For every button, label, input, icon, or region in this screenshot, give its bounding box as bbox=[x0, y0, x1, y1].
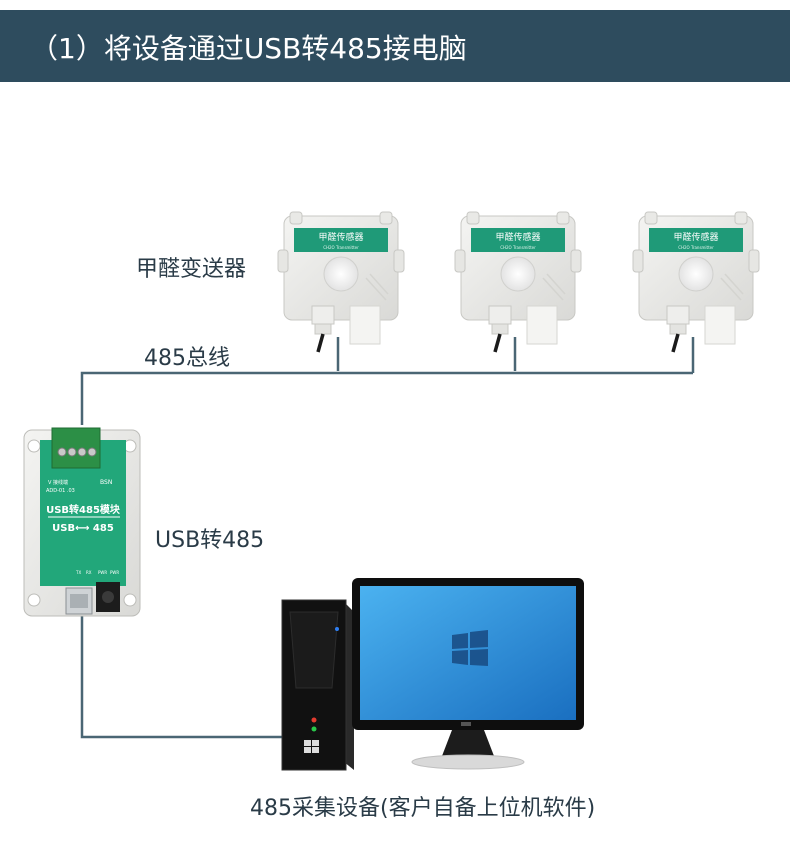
pc-tower bbox=[281, 599, 354, 771]
page-title: （1）将设备通过USB转485接电脑 bbox=[30, 32, 467, 65]
sensor-title: 甲醛传感器 bbox=[673, 231, 718, 243]
monitor bbox=[352, 578, 584, 770]
sensor-subtitle: CH2O Transmitter bbox=[323, 245, 359, 250]
module-title: USB转485模块 bbox=[46, 503, 121, 516]
sensor-unit-1: 甲醛传感器 CH2O Transmitter bbox=[277, 211, 405, 353]
converter-label: USB转485 bbox=[155, 528, 265, 553]
module-port-label: TX bbox=[75, 570, 81, 575]
windows-logo-icon bbox=[304, 740, 319, 753]
module-range: ADD-01 .03 bbox=[46, 488, 75, 494]
bus-label: 485总线 bbox=[144, 346, 230, 371]
sensor-unit-3: 甲醛传感器 CH2O Transmitter bbox=[632, 211, 760, 353]
module-port-label: RX bbox=[86, 570, 92, 575]
sensor-title: 甲醛传感器 bbox=[495, 231, 540, 243]
transmitter-label: 甲醛变送器 bbox=[136, 257, 247, 282]
sensor-subtitle: CH2O Transmitter bbox=[678, 245, 714, 250]
module-port-label: PWR bbox=[110, 570, 119, 575]
windows-logo-icon bbox=[452, 630, 488, 666]
header-bar: （1）将设备通过USB转485接电脑 bbox=[0, 10, 790, 82]
sensor-title: 甲醛传感器 bbox=[318, 231, 363, 243]
module-port-label: PWR bbox=[98, 570, 107, 575]
usb-485-module: V 接线端 BSN ADD-01 .03 USB转485模块 USB⟷ 485 … bbox=[23, 427, 141, 617]
bus-wire bbox=[80, 337, 695, 739]
pc-label: 485采集设备(客户自备上位机软件) bbox=[250, 796, 596, 821]
module-usb-line: USB⟷ 485 bbox=[52, 523, 114, 534]
module-terminal-label: V 接线端 bbox=[48, 479, 68, 486]
module-terminal-right: BSN bbox=[100, 479, 112, 486]
sensor-subtitle: CH2O Transmitter bbox=[500, 245, 536, 250]
sensor-unit-2: 甲醛传感器 CH2O Transmitter bbox=[454, 211, 582, 353]
